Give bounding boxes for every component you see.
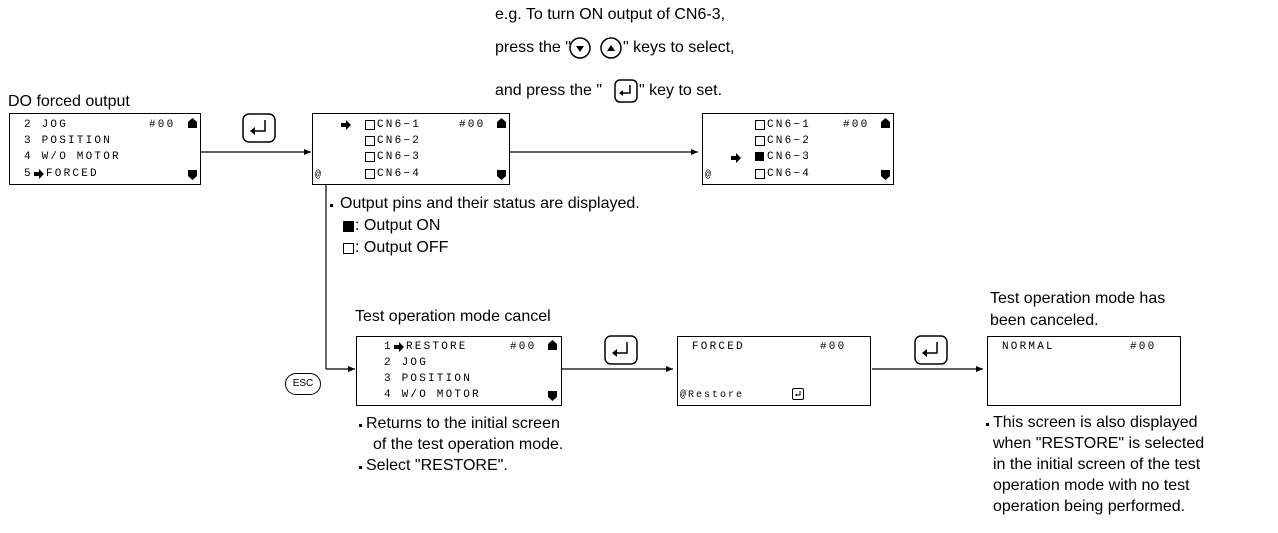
canceled-heading-1: Test operation mode has (990, 290, 1166, 307)
screen-code: #00 (510, 341, 537, 353)
menu-line-position: 3 POSITION (384, 373, 473, 385)
pointer-arrow-icon (394, 342, 404, 352)
output-off-square (343, 243, 354, 254)
menu-line-forced: FORCED (46, 168, 99, 180)
enter-key-icon (614, 79, 638, 103)
output-off-square (365, 136, 375, 146)
menu-line-wo-motor: 4 W/O MOTOR (24, 151, 121, 163)
menu-line-wo-motor: 4 W/O MOTOR (384, 389, 481, 401)
scroll-up-icon (497, 118, 506, 128)
cancel-heading: Test operation mode cancel (355, 308, 551, 325)
menu-line-jog: 2 JOG (384, 357, 429, 369)
bullet (986, 423, 989, 426)
canceled-note-2: when "RESTORE" is selected (993, 435, 1205, 452)
cn6-3-label: CN6−3 (377, 151, 422, 163)
at-symbol: @ (705, 170, 712, 181)
forced-label: FORCED (692, 341, 745, 353)
cn6-4-label: CN6−4 (377, 168, 422, 180)
restore-label: @Restore (680, 390, 745, 401)
scroll-down-icon (497, 170, 506, 180)
screen-code: #00 (459, 119, 486, 131)
bullet (359, 466, 362, 469)
cn6-2-label: CN6−2 (377, 135, 422, 147)
output-on-square (755, 152, 764, 161)
scroll-down-icon (188, 170, 197, 180)
scroll-up-icon (188, 118, 197, 128)
output-off-square (755, 136, 765, 146)
lcd-cn6-list: CN6−1 CN6−2 CN6−3 CN6−4 @ #00 (312, 113, 510, 185)
output-off-square (365, 152, 375, 162)
canceled-heading-2: been canceled. (990, 312, 1099, 329)
menu-line-number-1: 1 (384, 341, 393, 353)
cn6-3-label: CN6−3 (767, 151, 812, 163)
lcd-cancel-menu: 1 RESTORE 2 JOG 3 POSITION 4 W/O MOTOR #… (356, 336, 562, 406)
cn6-1-label: CN6−1 (767, 119, 812, 131)
cn6-2-label: CN6−2 (767, 135, 812, 147)
lcd-normal: NORMAL #00 (987, 336, 1181, 406)
enter-key-icon (242, 113, 276, 143)
up-key-icon (600, 37, 622, 59)
lcd-cn6-selected: CN6−1 CN6−2 CN6−3 CN6−4 @ #00 (702, 113, 894, 185)
canceled-note-5: operation being performed. (993, 498, 1186, 515)
status-note-main: Output pins and their status are display… (340, 195, 640, 212)
bullet (359, 424, 362, 427)
scroll-up-icon (548, 340, 557, 350)
canceled-note-1: This screen is also displayed (993, 414, 1198, 431)
output-off-square (755, 169, 765, 179)
pointer-arrow-icon (731, 153, 741, 163)
cn6-4-label: CN6−4 (767, 168, 812, 180)
do-forced-output-heading: DO forced output (8, 93, 130, 110)
output-off-square (365, 169, 375, 179)
esc-key-icon: ESC (285, 373, 321, 395)
screen-code: #00 (820, 341, 847, 353)
menu-line-number-5: 5 (24, 168, 33, 180)
bullet (330, 204, 333, 207)
instruction-line-1: e.g. To turn ON output of CN6-3, (495, 6, 726, 23)
pointer-arrow-icon (341, 120, 351, 130)
scroll-up-icon (881, 118, 890, 128)
lcd-forced-restore: FORCED #00 @Restore (677, 336, 871, 406)
scroll-down-icon (548, 391, 557, 401)
cancel-note-2: of the test operation mode. (373, 436, 564, 453)
canceled-note-4: operation mode with no test (993, 477, 1190, 494)
screen-code: #00 (843, 119, 870, 131)
at-symbol: @ (315, 170, 322, 181)
output-off-square (365, 120, 375, 130)
menu-line-position: 3 POSITION (24, 135, 113, 147)
normal-label: NORMAL (1002, 341, 1055, 353)
screen-code: #00 (1130, 341, 1157, 353)
canceled-note-3: in the initial screen of the test (993, 456, 1201, 473)
cancel-note-1: Returns to the initial screen (366, 415, 560, 432)
down-key-icon (569, 37, 591, 59)
lcd-forced-menu: 2 JOG 3 POSITION 4 W/O MOTOR 5 FORCED #0… (9, 113, 201, 185)
cn6-1-label: CN6−1 (377, 119, 422, 131)
pointer-arrow-icon (34, 169, 44, 179)
screen-code: #00 (149, 119, 176, 131)
output-on-square (343, 221, 354, 232)
scroll-down-icon (881, 170, 890, 180)
cancel-note-3: Select "RESTORE". (366, 457, 508, 474)
enter-key-icon (792, 388, 804, 400)
menu-line-restore: RESTORE (406, 341, 468, 353)
menu-line-jog: 2 JOG (24, 119, 69, 131)
enter-key-icon (604, 335, 638, 365)
enter-key-icon (914, 335, 948, 365)
output-off-square (755, 120, 765, 130)
